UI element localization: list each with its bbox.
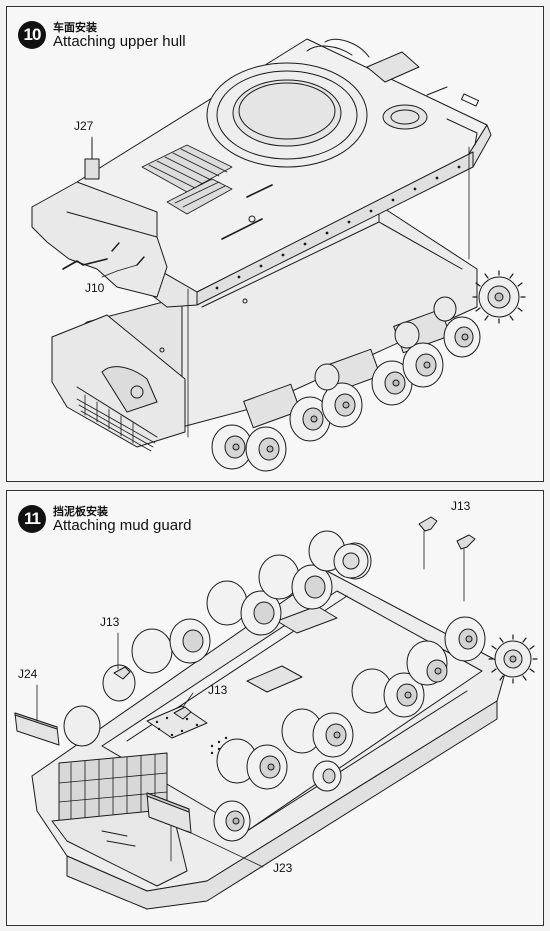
label-j13-center: J13: [208, 683, 228, 697]
upper-hull-drawing: [31, 38, 526, 472]
step-11-title-en: Attaching mud guard: [53, 517, 192, 534]
lower-hull: [51, 204, 526, 472]
near-road-wheels: [213, 616, 486, 842]
alignment-guides: [187, 146, 470, 438]
step-10-title-cn: 车面安装: [53, 21, 97, 34]
drive-sprocket: [472, 270, 526, 324]
step-11-panel: 11 挡泥板安装 Attaching mud guard: [6, 490, 544, 926]
step-11-title-cn: 挡泥板安装: [53, 505, 108, 518]
j23-mud-guard: [146, 792, 192, 834]
label-j27: J27: [74, 119, 94, 133]
label-j24: J24: [18, 667, 38, 681]
mud-guard-drawing: [14, 516, 538, 910]
engine-grille: [141, 144, 233, 215]
step-10-title-en: Attaching upper hull: [53, 33, 186, 50]
upper-hull: [31, 38, 492, 308]
label-j13-left: J13: [100, 615, 120, 629]
label-j10: J10: [85, 281, 105, 295]
label-j13-top: J13: [451, 499, 471, 513]
step-11-number: 11: [18, 505, 46, 533]
j13-brackets: [113, 516, 476, 720]
j24-mud-guard: [14, 712, 60, 746]
drive-sprockets: [333, 543, 538, 684]
step-10-number: 10: [18, 21, 46, 49]
step-10-panel: 10 车面安装 Attaching upper hull: [6, 6, 544, 482]
label-j23: J23: [273, 861, 293, 875]
